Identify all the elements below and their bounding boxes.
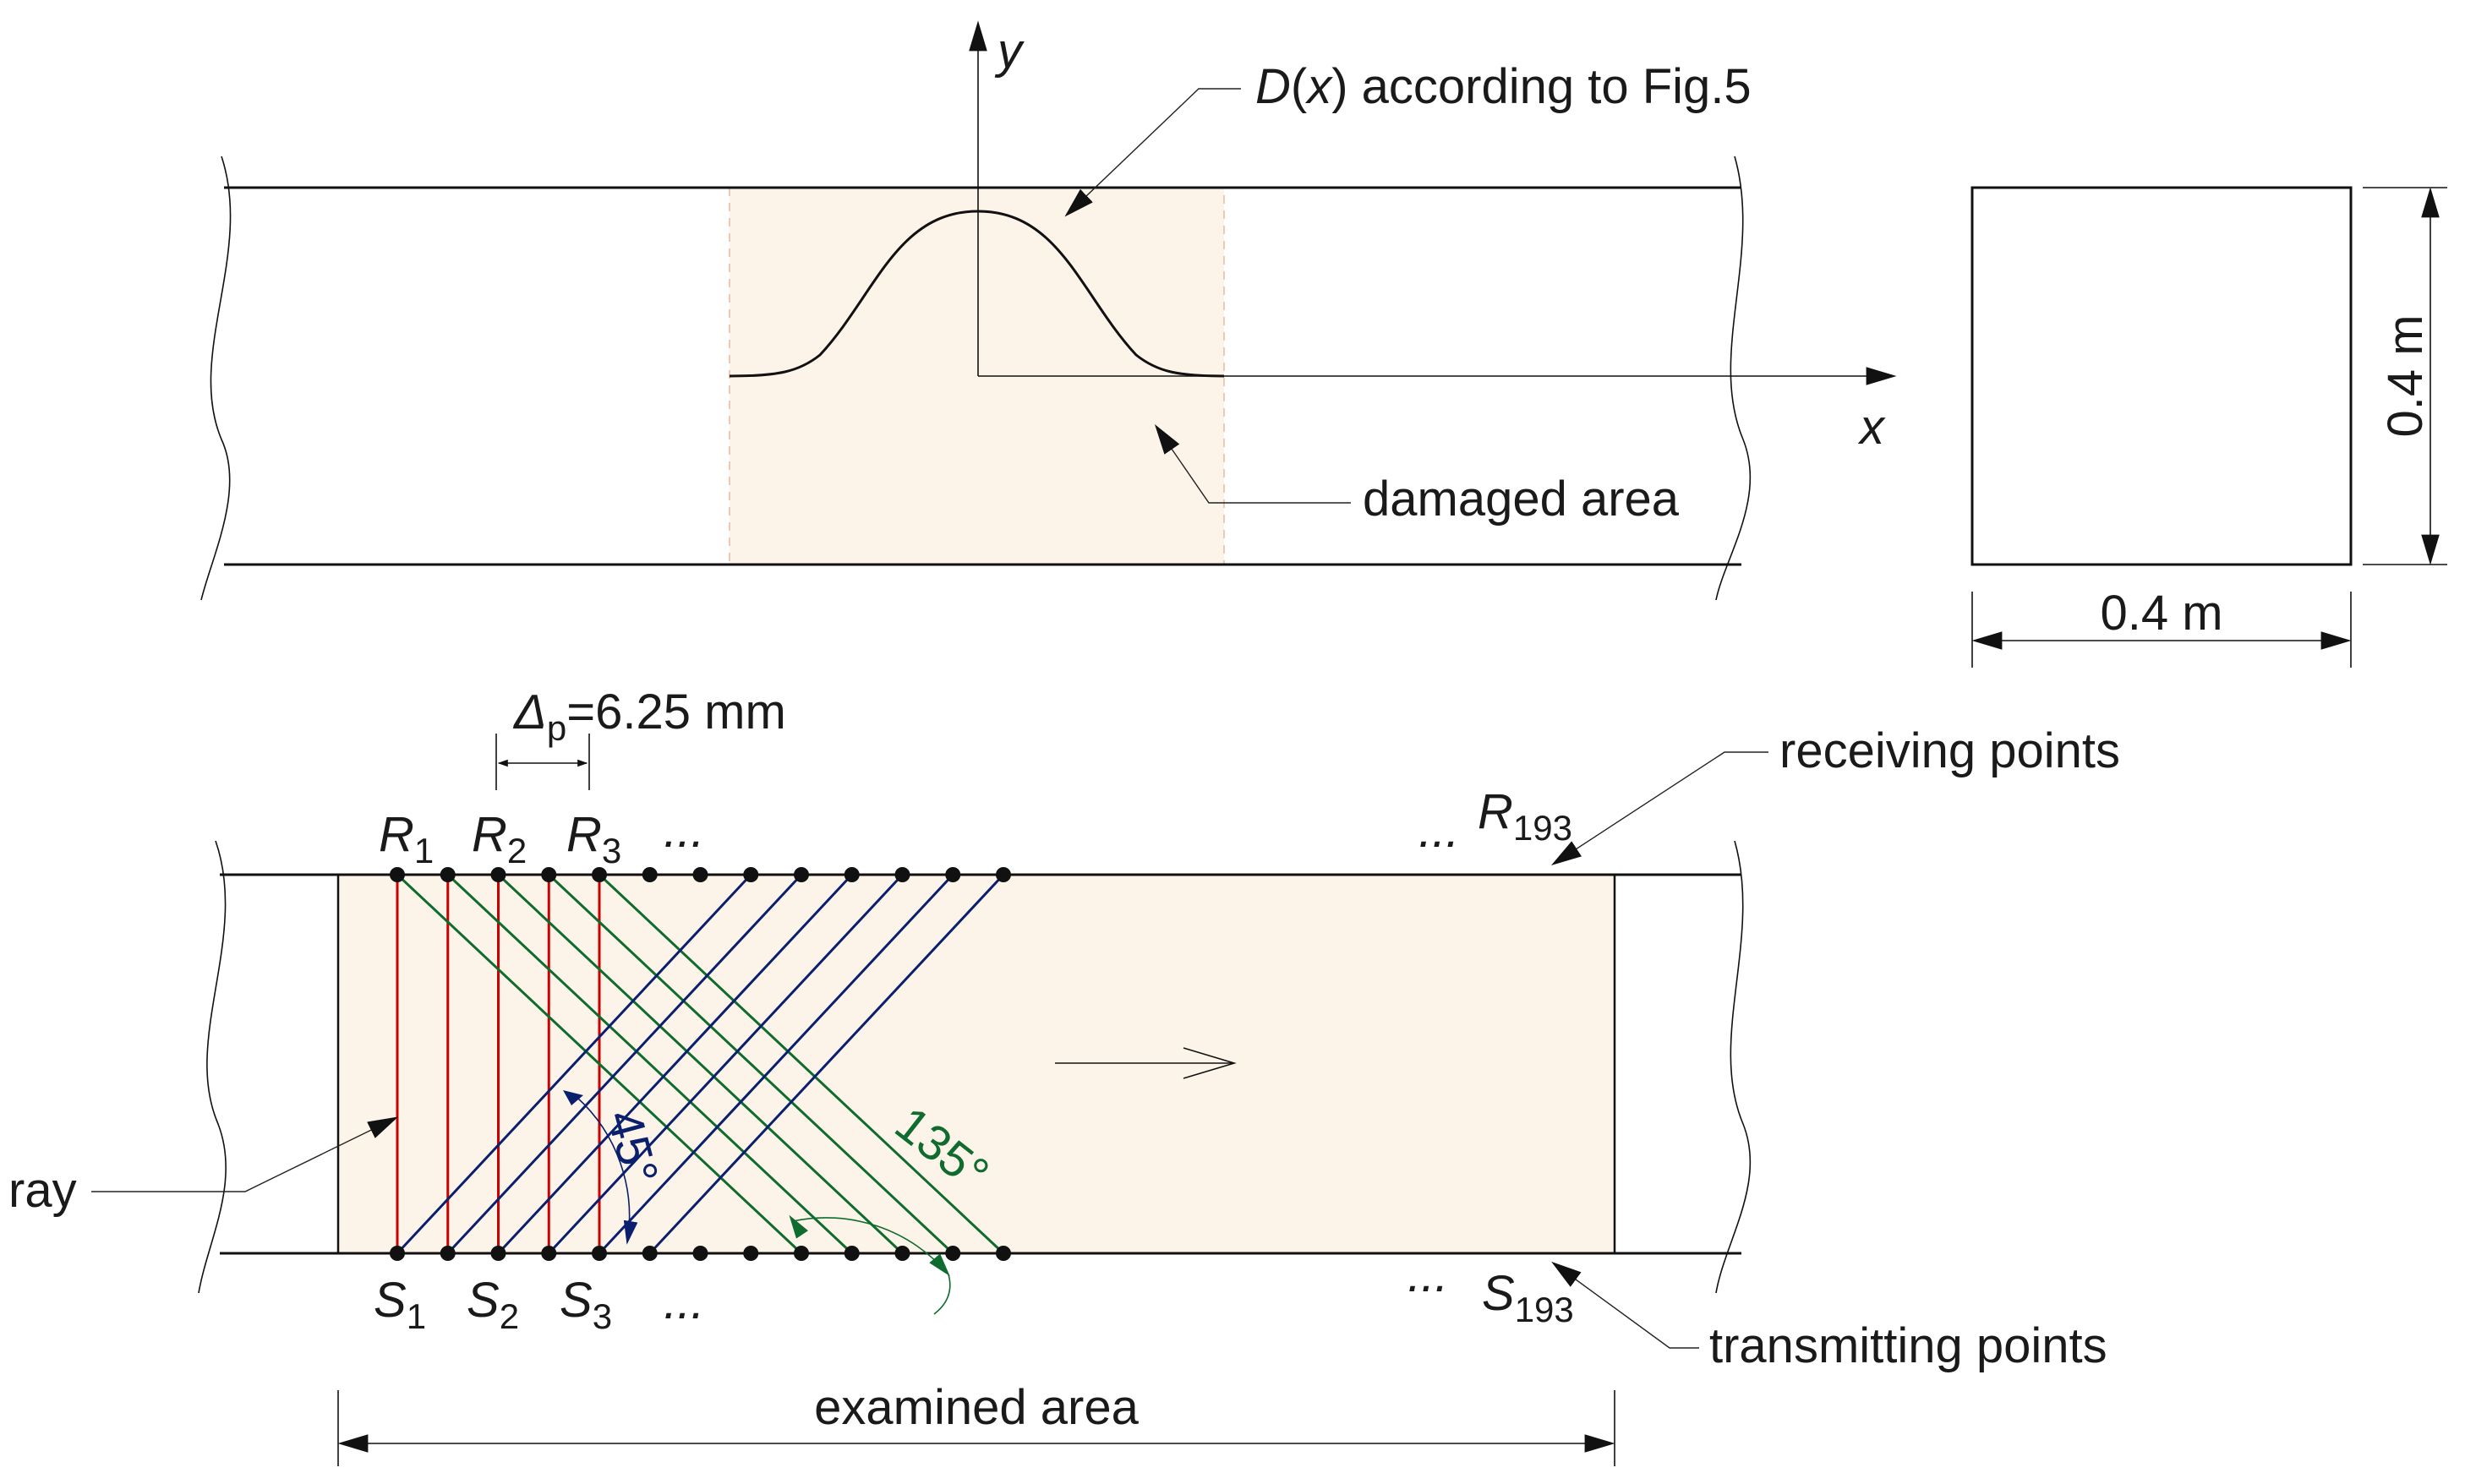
transmitting-point [390, 1246, 405, 1261]
top-beam-view: y x D(x) according to Fig.5 damaged area [200, 20, 1897, 601]
receiving-point [894, 867, 910, 882]
angle-135-tail [933, 1274, 951, 1315]
receiving-point [996, 867, 1011, 882]
transmitter-label-193: S193 [1482, 1266, 1574, 1329]
bottom-break-line-right [1715, 840, 1752, 1294]
ray-135 [497, 873, 904, 1255]
transmitting-point [440, 1246, 456, 1261]
x-axis-label: x [1857, 400, 1886, 455]
height-dim-label: 0.4 m [2378, 314, 2433, 437]
curve-label-leader [1064, 88, 1241, 217]
angle-45-arc [576, 1096, 638, 1245]
transmitting-point [490, 1246, 506, 1261]
receiving-point [390, 867, 405, 882]
transmitter-ellipsis-right: ... [1407, 1247, 1448, 1302]
angle-135-start [789, 1214, 808, 1239]
receiving-point [692, 867, 708, 882]
receiving-point [541, 867, 557, 882]
damaged-area-leader [1154, 424, 1351, 504]
ray-45 [497, 873, 853, 1255]
ray-45 [648, 873, 1005, 1255]
receiving-point [945, 867, 961, 882]
ray-45 [548, 873, 904, 1255]
transmitting-point [692, 1246, 708, 1261]
receiving-point [794, 867, 809, 882]
damaged-area-label: damaged area [1363, 472, 1680, 526]
transmitting-point [743, 1246, 759, 1261]
scan-direction-head [1183, 1047, 1237, 1079]
bottom-break-line-left [198, 840, 227, 1294]
ray-135 [598, 873, 1005, 1255]
ray-leader [91, 1116, 399, 1192]
receiving-points-leader [1550, 751, 1768, 865]
receiving-point [490, 867, 506, 882]
transmitting-points-leader [1551, 1261, 1699, 1349]
transmitting-point [794, 1246, 809, 1261]
ray-45 [598, 873, 954, 1255]
ray-135 [446, 873, 853, 1255]
ray-135 [396, 873, 803, 1255]
ray-135 [548, 873, 954, 1255]
transmitting-point [945, 1246, 961, 1261]
y-axis-label: y [994, 24, 1025, 79]
transmitting-point [541, 1246, 557, 1261]
transmitting-point [592, 1246, 607, 1261]
transmitting-point [996, 1246, 1011, 1261]
receiver-ellipsis-left: ... [664, 803, 704, 858]
break-line-left [200, 155, 232, 601]
angle-45-start-tick [563, 1090, 583, 1105]
width-dim-label: 0.4 m [2100, 586, 2222, 641]
transmitting-point [844, 1246, 860, 1261]
receiving-point [440, 867, 456, 882]
rays-group [396, 873, 1005, 1255]
transmitter-ellipsis-left: ... [664, 1274, 704, 1329]
damage-distribution-curve [729, 210, 1225, 378]
ray-45 [396, 873, 752, 1255]
transmitting-point [894, 1246, 910, 1261]
receiver-label-1: R1 [379, 807, 434, 870]
receiving-points-label: receiving points [1779, 723, 2120, 778]
ray-45 [446, 873, 803, 1255]
transmitter-label-3: S3 [560, 1273, 612, 1336]
receiving-point [844, 867, 860, 882]
examined-area-label: examined area [814, 1380, 1139, 1435]
spacing-label: Δp=6.25 mm [512, 685, 786, 748]
bottom-beam-view: Δp=6.25 mm R1 R2 R3 ... ... R193 S1 S2 S… [8, 685, 2120, 1466]
receiver-label-3: R3 [566, 807, 621, 870]
examined-area-zone [336, 873, 1616, 1255]
receiver-ellipsis-right: ... [1418, 803, 1459, 858]
transmitter-label-1: S1 [374, 1273, 426, 1336]
receiving-point [743, 867, 759, 882]
cross-section-square [1970, 186, 2353, 566]
break-line-right [1715, 155, 1752, 601]
curve-label: D(x) according to Fig.5 [1255, 59, 1752, 114]
cross-section: 0.4 m 0.4 m [1970, 186, 2447, 668]
transmitting-point [642, 1246, 658, 1261]
receiver-label-2: R2 [472, 807, 527, 870]
angle-135-arc [792, 1217, 950, 1277]
receiving-point [592, 867, 607, 882]
transmitter-label-2: S2 [467, 1273, 519, 1336]
ray-label: ray [8, 1163, 77, 1218]
receiver-label-193: R193 [1478, 784, 1572, 848]
transmitting-points-label: transmitting points [1709, 1318, 2107, 1373]
receiving-point [642, 867, 658, 882]
